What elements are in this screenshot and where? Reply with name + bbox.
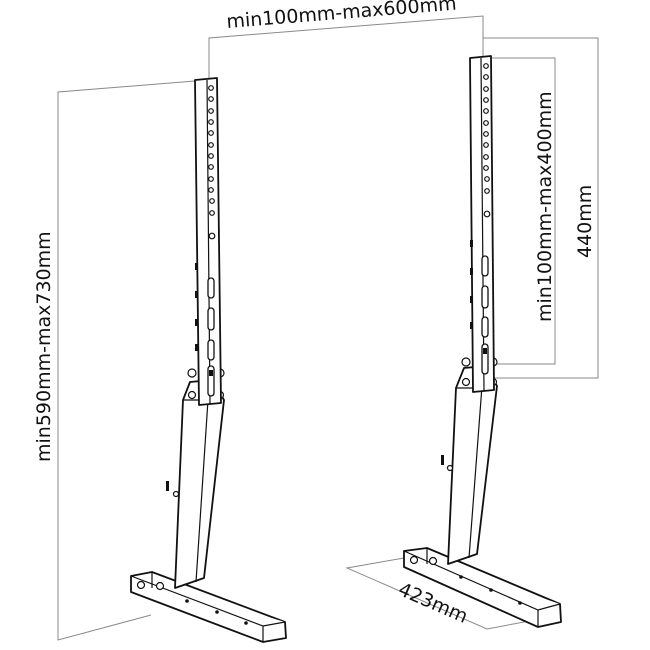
dimension-lines bbox=[57, 15, 599, 641]
vertical-span-label: 440mm bbox=[574, 185, 596, 258]
base-depth-dimension-line bbox=[345, 557, 546, 630]
right-column-slot bbox=[481, 285, 489, 309]
left-column-slot bbox=[207, 339, 215, 361]
height-dimension-line bbox=[57, 79, 208, 641]
left-column-slot bbox=[207, 307, 215, 331]
right-stand bbox=[403, 55, 562, 628]
left-lower-leg bbox=[174, 379, 225, 589]
left-column-slot bbox=[207, 277, 215, 299]
right-base-hole bbox=[409, 555, 419, 565]
right-column-holes bbox=[483, 63, 491, 218]
vesa-dimension-line bbox=[492, 57, 556, 365]
right-lower-leg bbox=[447, 365, 498, 565]
vertical-span-dimension-line bbox=[483, 37, 599, 379]
right-column-slot bbox=[481, 255, 489, 277]
right-column-slot bbox=[481, 316, 489, 338]
vesa-range-label: min100mm-max400mm bbox=[534, 91, 556, 322]
right-base-hole bbox=[428, 556, 438, 566]
height-range-label: min590mm-max730mm bbox=[33, 231, 55, 462]
width-range-label: min100mm-max600mm bbox=[226, 0, 458, 33]
left-column-holes bbox=[208, 85, 216, 240]
left-base-hole bbox=[136, 580, 146, 590]
left-stand bbox=[130, 77, 287, 643]
left-base-hole bbox=[155, 581, 165, 591]
